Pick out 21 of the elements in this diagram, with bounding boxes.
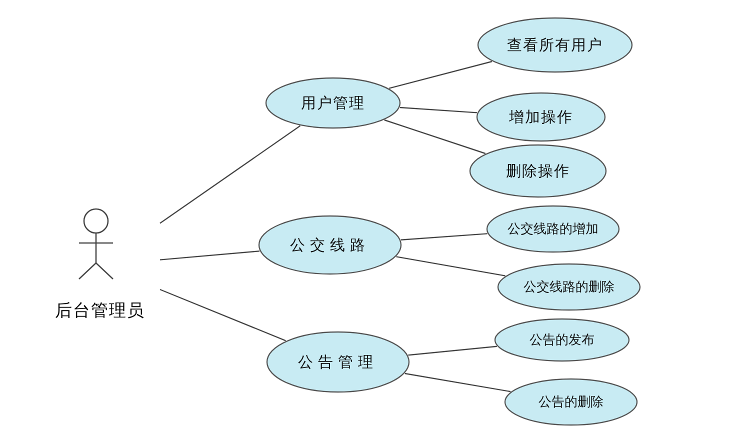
use-case-label: 公交线路的删除 [524,279,614,296]
association-line [160,125,301,224]
association-line [160,288,286,342]
association-line [404,372,511,392]
use-case-label: 删除操作 [506,162,570,180]
use-case-label: 公交线路 [290,236,370,254]
use-case-label: 用户管理 [301,94,365,112]
use-case-label: 公交线路的增加 [508,221,598,238]
association-line [400,233,488,240]
use-case-label: 公告的删除 [538,394,604,411]
association-line [400,106,478,114]
association-line [396,256,506,276]
use-case-label: 增加操作 [509,108,573,126]
association-line [384,119,486,154]
association-line [160,250,260,260]
actor-label: 后台管理员 [54,300,146,322]
use-case-label: 查看所有用户 [507,36,603,54]
association-line [408,346,497,356]
use-case-label: 公告的发布 [530,332,594,349]
association-line [388,60,492,89]
use-case-label: 公告管理 [298,352,378,372]
